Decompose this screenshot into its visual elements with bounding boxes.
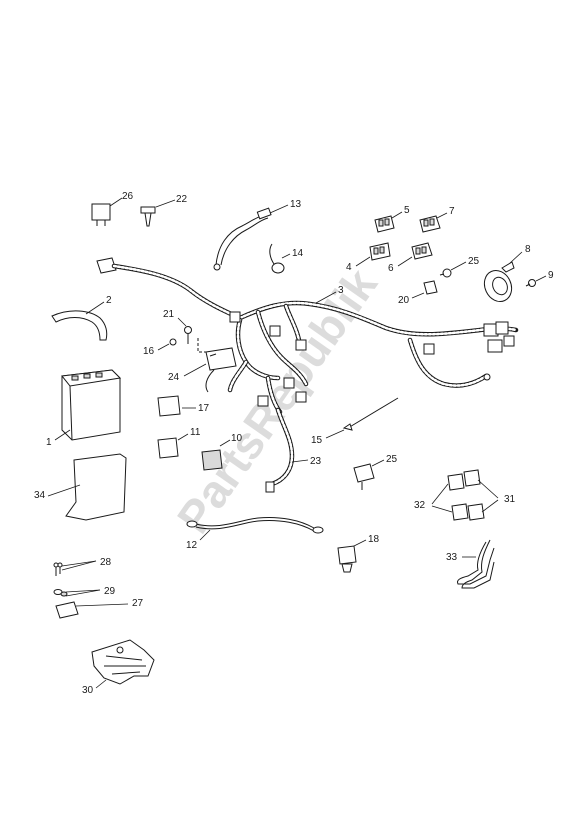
callout-34: 34 xyxy=(34,490,46,501)
fuse-holder-7: 7 xyxy=(419,206,455,233)
sensor-switch-18: 18 xyxy=(337,534,380,573)
callout-6: 6 xyxy=(388,263,394,274)
sensor-14: 14 xyxy=(269,243,304,274)
watermark: PartsRepublik xyxy=(167,259,387,543)
callout-11: 11 xyxy=(190,427,201,438)
callout-30: 30 xyxy=(82,685,94,696)
sub-harness-23: 23 xyxy=(265,407,322,493)
relay-10: 10 xyxy=(201,433,243,471)
callout-28: 28 xyxy=(100,557,112,568)
bolt-22: 22 xyxy=(140,194,188,227)
sensor-lead-13: 13 xyxy=(213,199,302,271)
screw-21: 21 xyxy=(163,309,192,344)
callout-22: 22 xyxy=(176,194,188,205)
callout-13: 13 xyxy=(290,199,302,210)
switch-25-lower: 25 xyxy=(353,454,398,490)
connector-27: 27 xyxy=(55,598,144,619)
callout-24: 24 xyxy=(168,372,180,383)
callout-7: 7 xyxy=(449,206,455,217)
fuse-holder-4: 4 xyxy=(346,242,391,273)
callout-23: 23 xyxy=(310,456,322,467)
screws-28: 28 xyxy=(53,557,112,576)
tray-30: 30 xyxy=(82,639,155,696)
callout-8: 8 xyxy=(525,244,531,255)
callout-21: 21 xyxy=(163,309,175,320)
fuse-holder-5: 5 xyxy=(374,205,410,233)
main-harness-3: 3 xyxy=(96,257,519,415)
washer-29: 29 xyxy=(53,586,116,597)
callout-27: 27 xyxy=(132,598,144,609)
battery-strap-2: 2 xyxy=(51,295,112,341)
callout-25-upper: 25 xyxy=(468,256,480,267)
fuse-holder-6: 6 xyxy=(388,242,433,274)
screw-16: 16 xyxy=(143,338,177,357)
relay-26: 26 xyxy=(91,191,134,226)
clip-20: 20 xyxy=(398,280,438,306)
battery-cable-12: 12 xyxy=(186,517,324,551)
callout-9: 9 xyxy=(548,270,554,281)
callout-25-lower: 25 xyxy=(386,454,398,465)
relay-11: 11 xyxy=(157,427,201,459)
relay-17: 17 xyxy=(157,395,210,417)
battery-cover-34: 34 xyxy=(34,453,127,521)
callout-15: 15 xyxy=(311,435,323,446)
callout-2: 2 xyxy=(106,295,112,306)
callout-16: 16 xyxy=(143,346,155,357)
screw-25-upper: 25 xyxy=(439,256,480,278)
horn-8: 8 xyxy=(483,244,531,303)
callout-20: 20 xyxy=(398,295,410,306)
callout-17: 17 xyxy=(198,403,210,414)
callout-5: 5 xyxy=(404,205,410,216)
callout-31: 31 xyxy=(504,494,516,505)
callout-4: 4 xyxy=(346,262,352,273)
callout-29: 29 xyxy=(104,586,116,597)
callout-1: 1 xyxy=(46,437,52,448)
clips-31-32: 32 31 xyxy=(414,469,516,521)
callout-14: 14 xyxy=(292,248,304,259)
callout-3: 3 xyxy=(338,285,344,296)
module-24: 24 xyxy=(168,338,237,393)
callout-26: 26 xyxy=(122,191,134,202)
callout-10: 10 xyxy=(231,433,243,444)
callout-12: 12 xyxy=(186,540,198,551)
callout-18: 18 xyxy=(368,534,380,545)
bracket-33: 33 xyxy=(446,539,495,589)
callout-33: 33 xyxy=(446,552,458,563)
battery-1: 1 xyxy=(46,369,122,448)
screw-9: 9 xyxy=(525,270,554,287)
callout-32: 32 xyxy=(414,500,426,511)
cable-tie-15: 15 xyxy=(311,397,399,446)
